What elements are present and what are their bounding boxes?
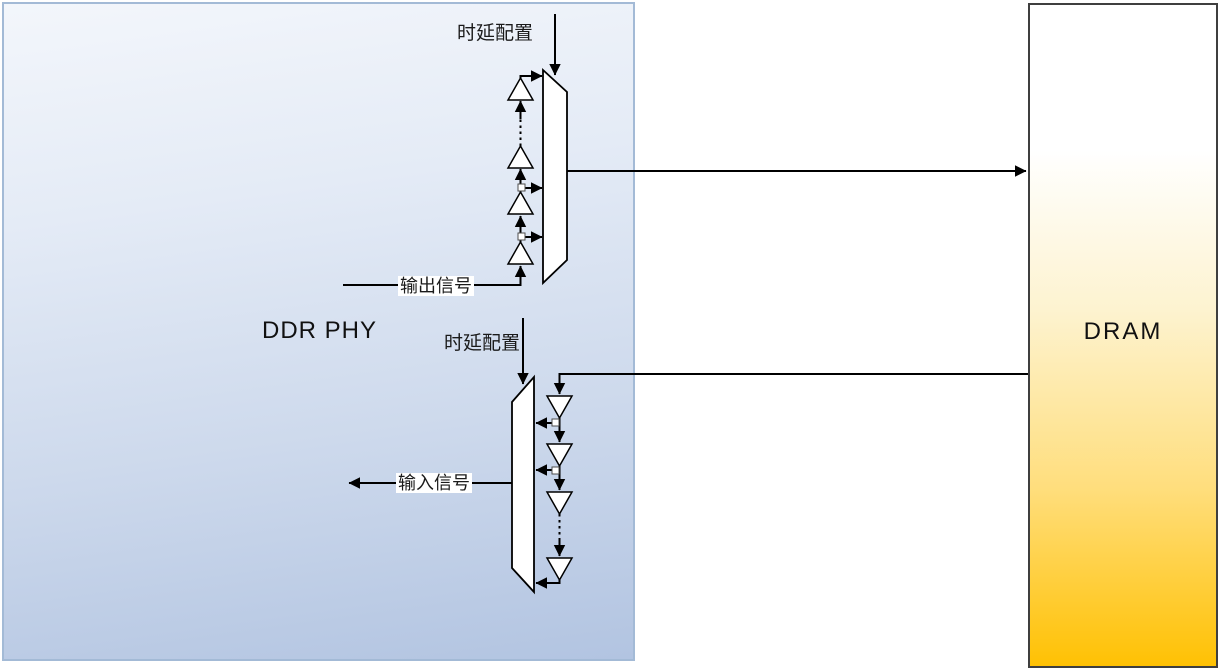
connector-handle-icon <box>551 466 560 475</box>
delay-buffer-icon <box>545 557 574 582</box>
mux-tap-line <box>519 70 543 82</box>
delay-buffer-icon <box>545 491 574 516</box>
ddr-phy-title: DDR PHY <box>262 317 378 344</box>
mux-tap-line <box>535 577 561 589</box>
delay-buffer-icon <box>545 395 574 420</box>
delay-config-arrows <box>517 14 561 385</box>
input-mux <box>511 374 535 595</box>
delay-buffer-icon <box>545 443 574 468</box>
input-signal-label: 输入信号 <box>396 473 472 493</box>
delay-config-label-top: 时延配置 <box>456 23 533 44</box>
output-mux <box>542 67 568 286</box>
delay-buffer-icon <box>506 240 535 265</box>
output-path-wires <box>343 70 1027 286</box>
connection-handles <box>517 183 560 475</box>
connector-handle-icon <box>517 183 526 192</box>
input-delay-buffer-chain <box>545 395 574 582</box>
delay-config-label-bottom: 时延配置 <box>443 333 520 354</box>
dram-title: DRAM <box>1083 318 1163 345</box>
delay-buffer-icon <box>506 76 535 101</box>
dram-input-feed-line <box>553 373 1028 395</box>
delay-buffer-icon <box>506 190 535 215</box>
output-signal-label: 输出信号 <box>398 276 474 296</box>
output-delay-buffer-chain <box>506 76 535 265</box>
delay-buffer-icon <box>506 144 535 169</box>
connector-handle-icon <box>551 418 560 427</box>
connector-handle-icon <box>517 232 526 241</box>
dram-block <box>1028 3 1218 668</box>
